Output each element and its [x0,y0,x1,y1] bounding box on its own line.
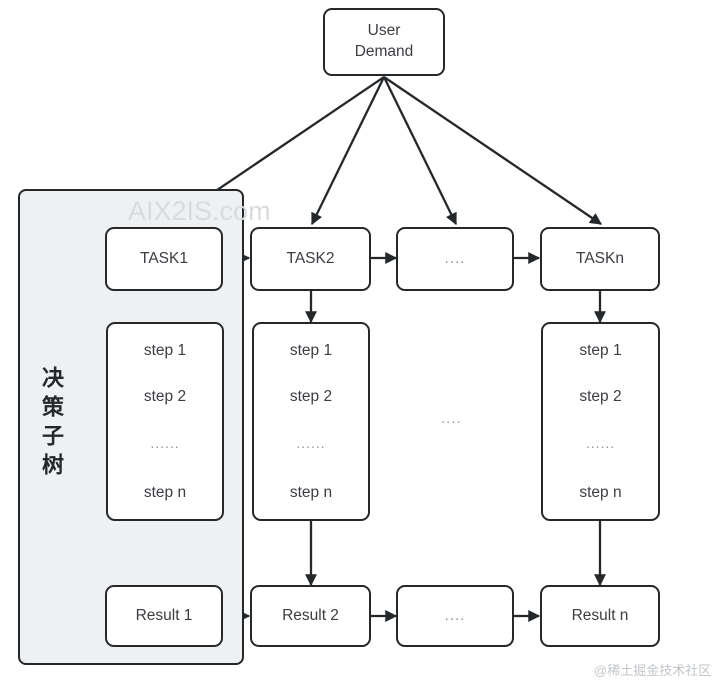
node-task-1[interactable]: TASK1 [105,227,223,291]
node-result-2[interactable]: Result 2 [250,585,371,647]
step-item: step 1 [579,341,622,359]
step-item: step 2 [289,388,333,406]
step-ellipsis: ...... [150,434,180,451]
step-item: step n [143,483,187,501]
step-ellipsis: ...... [585,434,616,451]
step-item: step n [289,483,333,501]
steplist-column-1[interactable]: step 1 step 2 ...... step n [106,322,224,521]
node-task-n[interactable]: TASKn [540,227,660,291]
node-result-n[interactable]: Result n [540,585,660,647]
watermark-center: AIX2IS.com [128,196,271,226]
steplist-column-2[interactable]: step 1 step 2 ...... step n [252,322,370,521]
steplist-column-3-placeholder: .... [441,410,462,427]
node-task-3-placeholder[interactable]: .... [396,227,514,291]
watermark-corner: @稀土掘金技术社区 [594,663,712,678]
node-task-2[interactable]: TASK2 [250,227,371,291]
step-item: step n [579,483,622,501]
node-result-3-placeholder[interactable]: .... [396,585,514,647]
edge-demand-to-task3 [382,76,458,226]
step-item: step 1 [143,341,187,359]
steplist-column-n[interactable]: step 1 step 2 ...... step n [541,322,660,521]
step-item: step 1 [289,341,333,359]
edge-demand-to-task4 [383,76,602,225]
step-ellipsis: ...... [296,434,326,451]
edge-demand-to-task2 [310,76,386,226]
step-item: step 2 [579,388,622,406]
decision-subtree-label: 决策子树 [39,366,64,482]
step-item: step 2 [143,388,187,406]
node-user-demand[interactable]: User Demand [323,8,445,76]
node-result-1[interactable]: Result 1 [105,585,223,647]
